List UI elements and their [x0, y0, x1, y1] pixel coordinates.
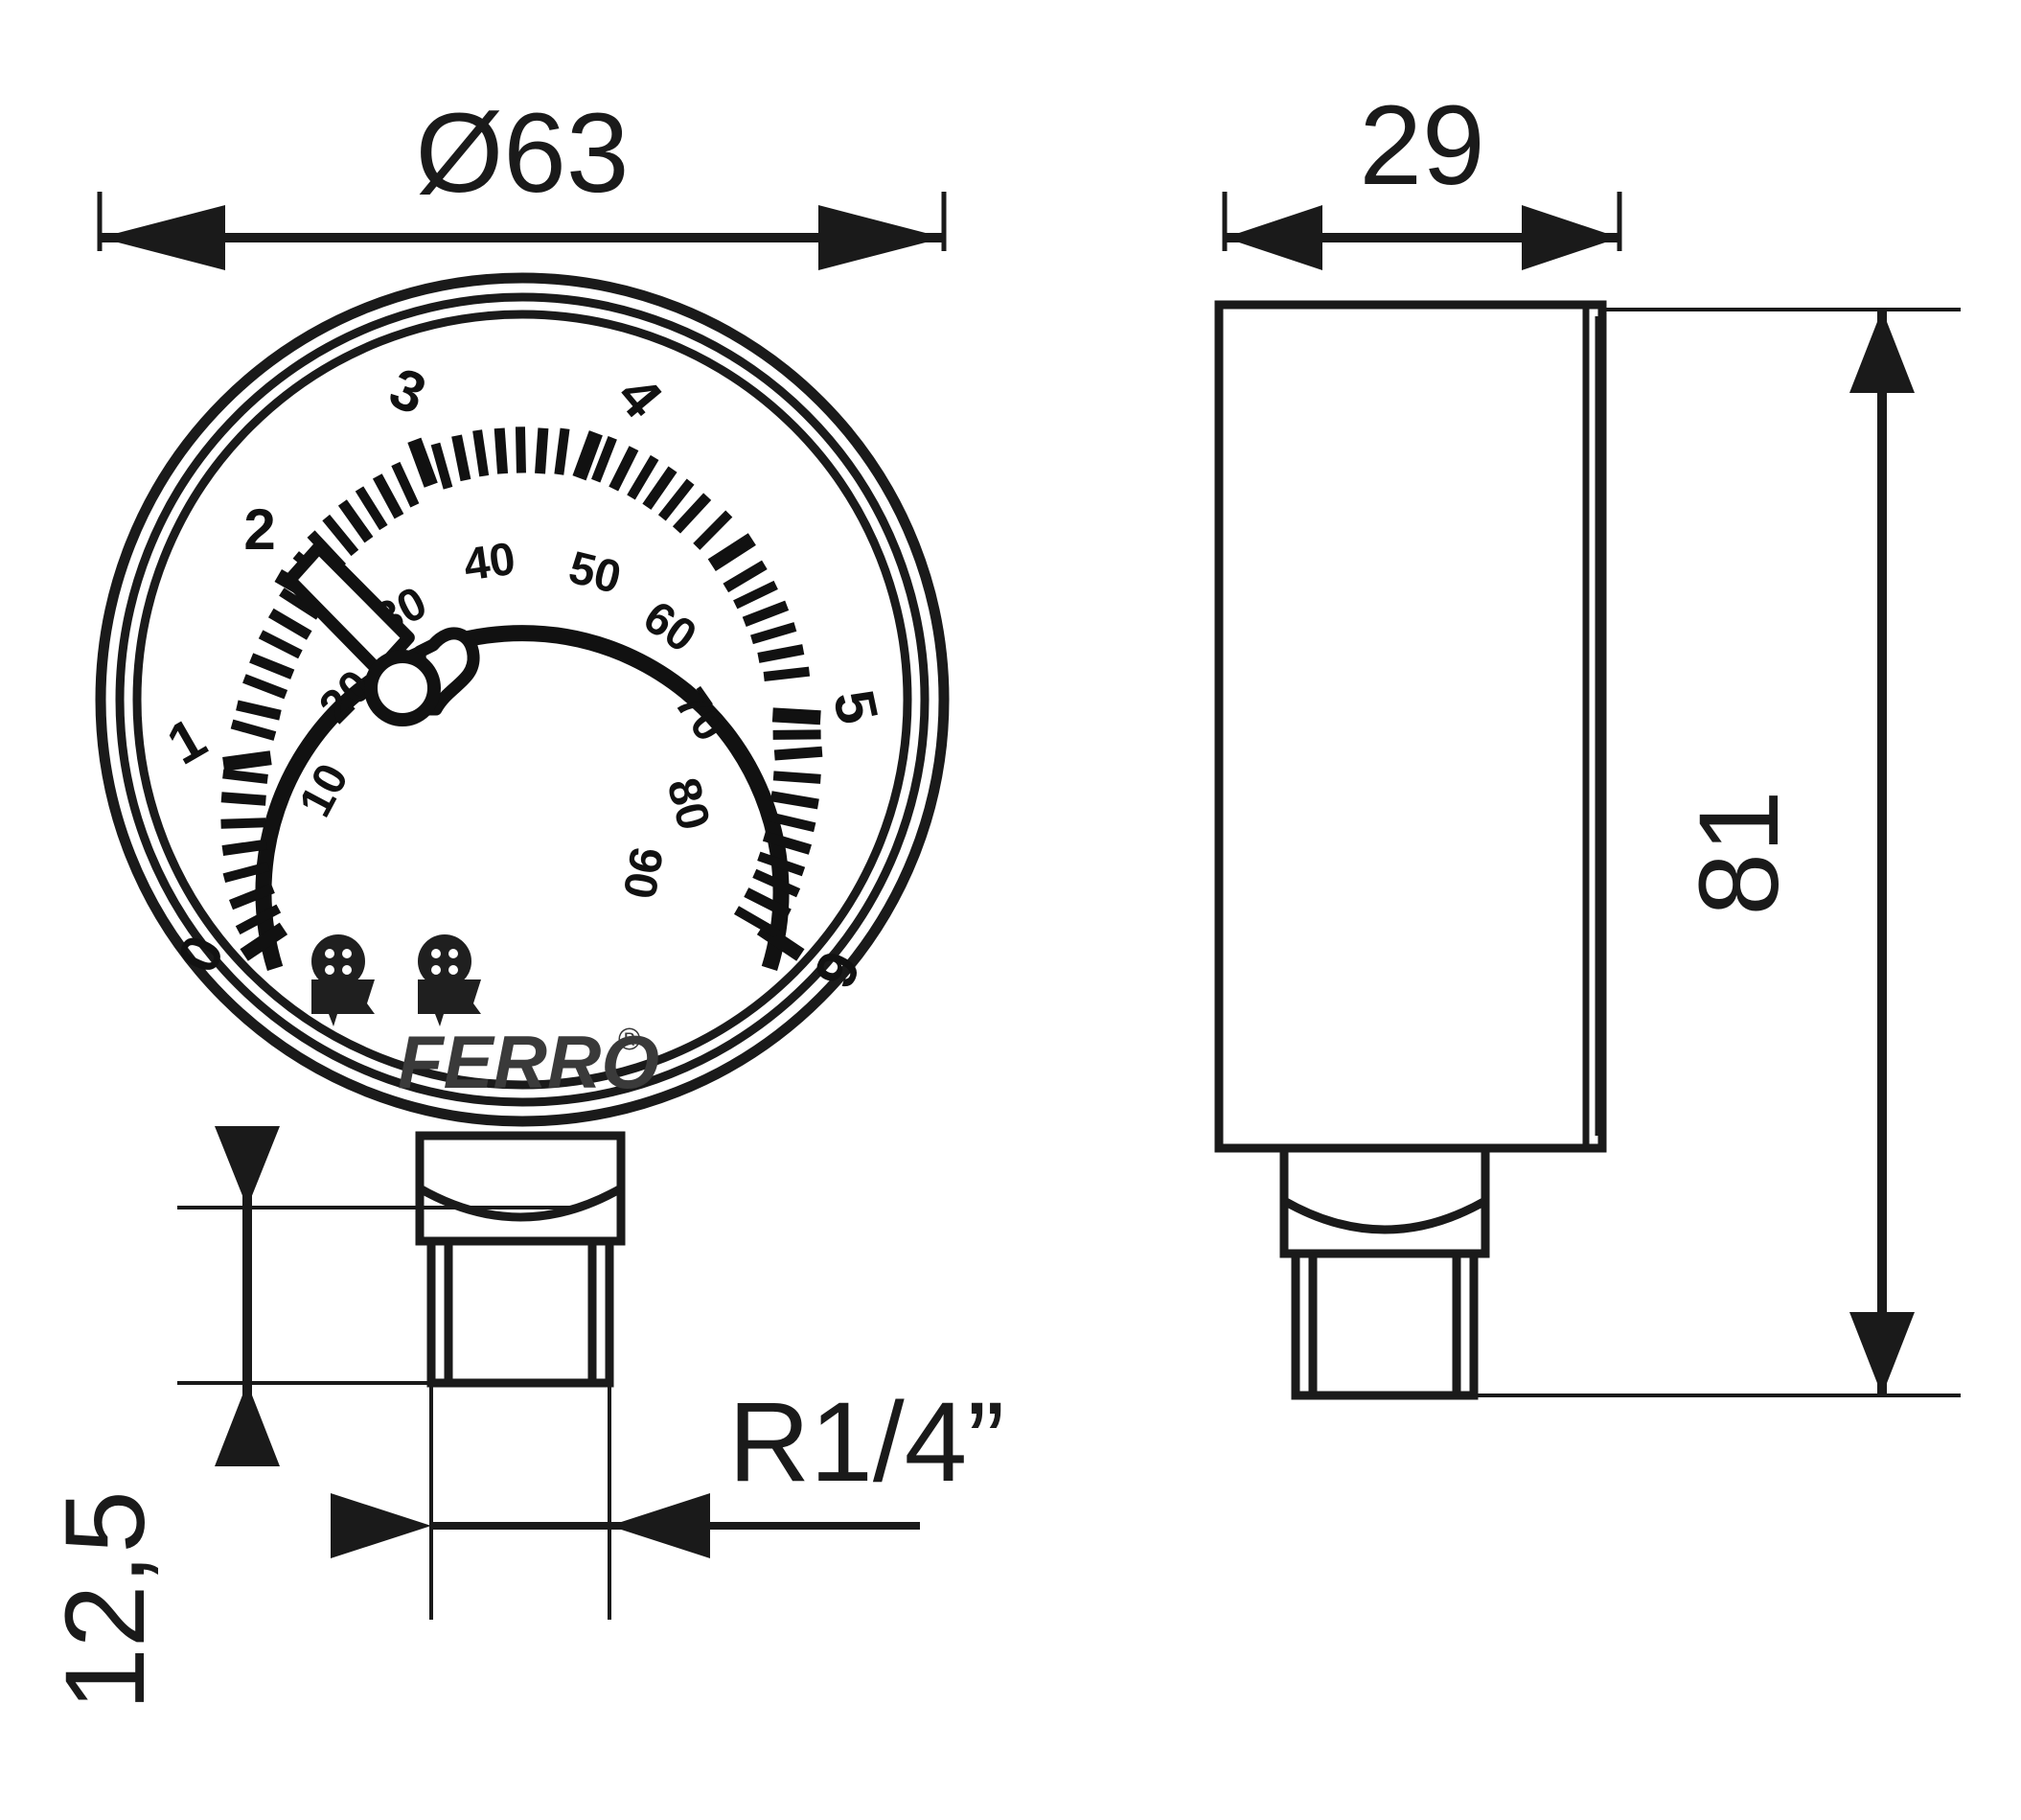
case-ring-inner: [132, 310, 912, 1090]
height-dimension: 81: [1474, 308, 1961, 1397]
dimension-label-thread-spec: R1/4”: [728, 1379, 1005, 1506]
arrow-down: [215, 1383, 280, 1466]
arrow-down: [1849, 1312, 1915, 1395]
dimension-label-thread-length: 12,5: [42, 1490, 169, 1711]
side-stem: [1279, 1143, 1490, 1258]
arrow-left: [1225, 205, 1322, 270]
case-ring-middle: [115, 292, 930, 1107]
registered-trademark-mark: ®: [618, 1022, 641, 1056]
front-view: Ø63: [42, 90, 1005, 1711]
arrow-up: [1849, 310, 1915, 393]
dimension-label-diameter: Ø63: [415, 90, 629, 217]
bar-label-2: 2: [243, 497, 275, 562]
psi-label-40: 40: [461, 534, 518, 591]
psi-label-90: 90: [613, 843, 672, 903]
depth-dimension-line: [1225, 205, 1619, 270]
gauge-needle: [283, 541, 480, 716]
diameter-dimension-line: [100, 205, 944, 270]
side-body: [1214, 300, 1607, 1153]
approval-mark-icon-left: [311, 934, 375, 1026]
arrow-left: [100, 205, 225, 270]
gauge-case-rings: [95, 272, 950, 1127]
psi-label-50: 50: [563, 542, 626, 604]
arrow-right: [818, 205, 944, 270]
dimension-label-depth: 29: [1359, 82, 1484, 209]
arrow-up: [215, 1126, 280, 1208]
needle-hub: [364, 650, 441, 726]
gauge-thread: [426, 1236, 614, 1388]
dimension-label-height: 81: [1676, 790, 1803, 915]
side-thread: [1291, 1249, 1479, 1400]
minor-ticks: [220, 427, 823, 919]
thread-spec-dimension: R1/4”: [331, 1379, 1005, 1620]
dial-face: [143, 320, 902, 1079]
arrow-thread-left: [331, 1493, 431, 1558]
arrow-thread-right: [609, 1493, 710, 1558]
side-view: 29 81: [1214, 82, 1961, 1400]
thread-length-dimension: 12,5: [42, 1126, 575, 1711]
case-ring-outer: [95, 272, 950, 1127]
arrow-right: [1522, 205, 1619, 270]
brand-logo-text: FERRO: [398, 1020, 659, 1104]
approval-mark-icon-right: [418, 934, 481, 1026]
gauge-stem: [415, 1131, 626, 1246]
